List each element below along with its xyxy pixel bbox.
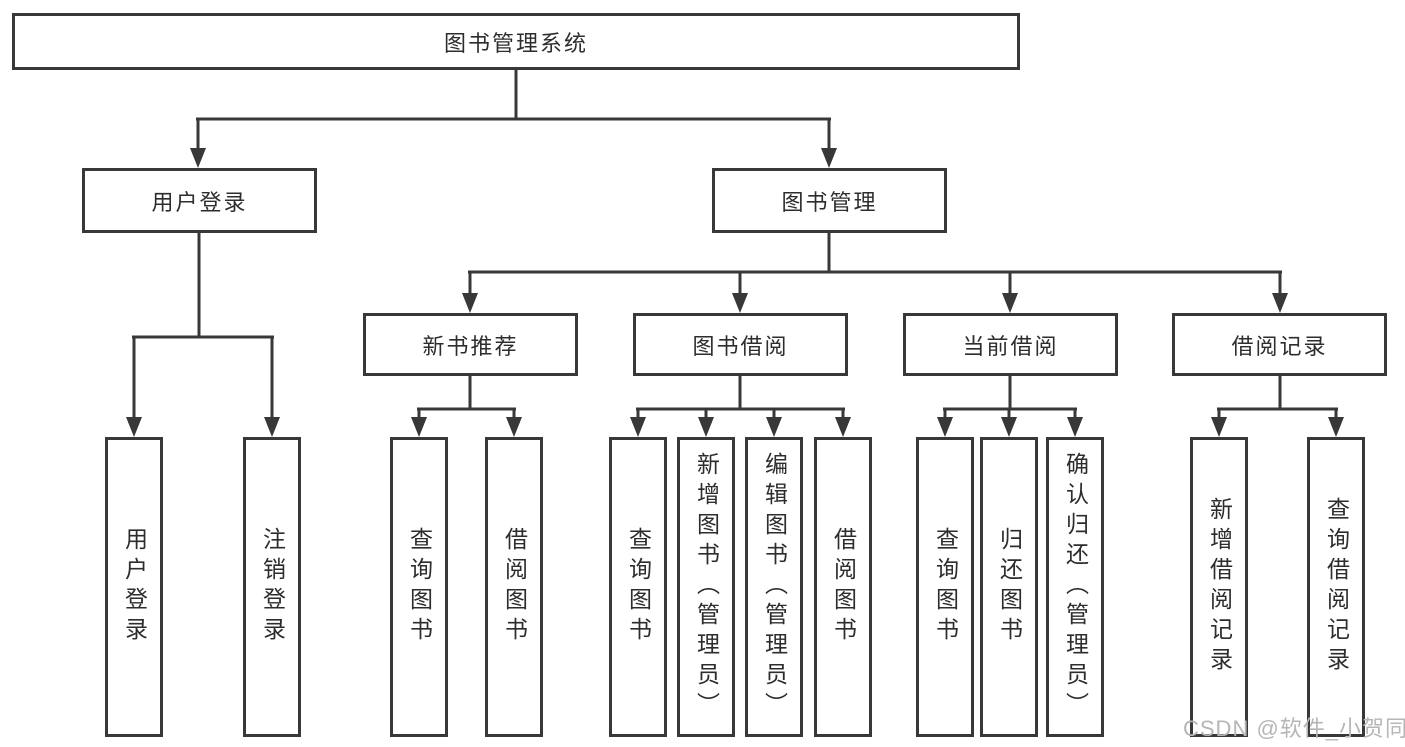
leaf-borrow-books-recommend: 借阅图书 (485, 437, 543, 737)
csdn-watermark: CSDN @软件_小贺同学 (1183, 716, 1405, 741)
arrowhead-icon (1002, 293, 1018, 313)
leaf-return-books: 归还图书 (980, 437, 1038, 737)
arrowhead-icon (462, 293, 478, 313)
node-book-management: 图书管理 (712, 168, 947, 233)
leaf-query-books-current: 查询图书 (916, 437, 974, 737)
node-root: 图书管理系统 (12, 13, 1020, 70)
arrowhead-icon (1001, 417, 1017, 437)
node-current-borrow: 当前借阅 (903, 313, 1118, 376)
leaf-user-login: 用户登录 (105, 437, 163, 737)
node-borrow-records: 借阅记录 (1172, 313, 1387, 376)
leaf-query-books-recommend: 查询图书 (390, 437, 448, 737)
leaf-confirm-return-admin: 确认归还（管理员） (1046, 437, 1104, 737)
leaf-borrow-books: 借阅图书 (814, 437, 872, 737)
arrowhead-icon (1067, 417, 1083, 437)
arrowhead-icon (766, 417, 782, 437)
arrowhead-icon (630, 417, 646, 437)
leaf-add-books-admin: 新增图书（管理员） (677, 437, 735, 737)
leaf-query-borrow-record: 查询借阅记录 (1307, 437, 1365, 737)
arrowhead-icon (821, 148, 837, 168)
leaf-logout: 注销登录 (243, 437, 301, 737)
arrowhead-icon (264, 417, 280, 437)
leaf-query-books-borrow: 查询图书 (609, 437, 667, 737)
arrowhead-icon (126, 417, 142, 437)
arrowhead-icon (835, 417, 851, 437)
node-user-login: 用户登录 (82, 168, 317, 233)
node-new-book-recommend: 新书推荐 (363, 313, 578, 376)
arrowhead-icon (937, 417, 953, 437)
node-book-borrow: 图书借阅 (633, 313, 848, 376)
arrowhead-icon (1211, 417, 1227, 437)
arrowhead-icon (506, 417, 522, 437)
arrowhead-icon (1272, 293, 1288, 313)
leaf-add-borrow-record: 新增借阅记录 (1190, 437, 1248, 737)
arrowhead-icon (190, 148, 206, 168)
arrowhead-icon (732, 293, 748, 313)
leaf-edit-books-admin: 编辑图书（管理员） (745, 437, 803, 737)
arrowhead-icon (698, 417, 714, 437)
arrowhead-icon (1328, 417, 1344, 437)
arrowhead-icon (411, 417, 427, 437)
